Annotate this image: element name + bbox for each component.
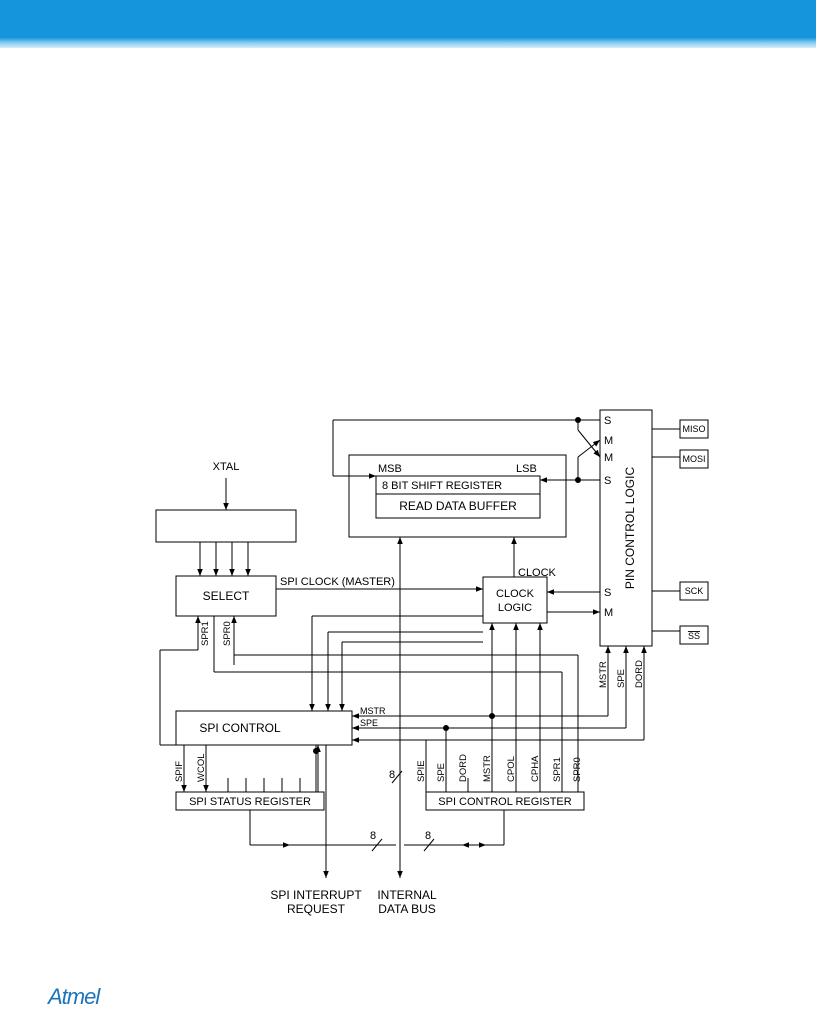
pin-m2-label: M <box>604 452 613 464</box>
bus-width-label-3: 8 <box>425 830 431 842</box>
control-bit-spr0: SPR0 <box>572 757 583 782</box>
select-block <box>175 575 277 617</box>
spi-clock-master-label: SPI CLOCK (MASTER) <box>280 576 395 588</box>
control-bit-spe: SPE <box>436 763 447 782</box>
clock-logic-label-1: CLOCK <box>496 588 535 600</box>
status-bit-spif: SPIF <box>174 761 185 782</box>
data-bus-label-1: INTERNAL <box>377 888 437 902</box>
status-register-label: SPI STATUS REGISTER <box>189 796 311 808</box>
control-bit-mstr: MSTR <box>482 755 493 782</box>
read-buffer-label: READ DATA BUFFER <box>399 499 517 513</box>
ss-pin-box <box>679 625 709 645</box>
interrupt-label-2: REQUEST <box>287 902 346 916</box>
spr0-vertical-label: SPR0 <box>222 621 233 646</box>
mstr-input-label: MSTR <box>360 706 386 716</box>
shift-register-label: 8 BIT SHIFT REGISTER <box>382 480 502 492</box>
control-bit-cpol: CPOL <box>506 756 517 782</box>
clock-logic-block <box>482 576 548 624</box>
shift-register-outer <box>348 454 567 538</box>
status-bit-wcol: WCOL <box>196 754 207 783</box>
read-buffer-block <box>375 493 541 519</box>
pin-m3-label: M <box>604 607 613 619</box>
pin-m1-label: M <box>604 435 613 447</box>
spe-input-label: SPE <box>360 718 378 728</box>
bus-width-label-2: 8 <box>370 830 376 842</box>
pin-s3-label: S <box>604 587 611 599</box>
msb-label: MSB <box>378 463 402 475</box>
atmel-logo: Atmel <box>48 984 100 1009</box>
control-register-label: SPI CONTROL REGISTER <box>438 796 572 808</box>
select-label: SELECT <box>203 589 250 603</box>
pin-control-label: PIN CONTROL LOGIC <box>623 467 637 590</box>
mstr-vertical-label: MSTR <box>598 661 609 688</box>
miso-label: MISO <box>682 424 705 434</box>
pin-s1-label: S <box>604 415 611 427</box>
dord-vertical-label: DORD <box>634 660 645 688</box>
control-register-block <box>425 791 585 811</box>
bus-width-label-1: 8 <box>389 769 395 781</box>
spi-control-label: SPI CONTROL <box>199 721 281 735</box>
interrupt-label-1: SPI INTERRUPT <box>270 888 362 902</box>
spr1-vertical-label: SPR1 <box>200 621 211 646</box>
lsb-label: LSB <box>516 463 537 475</box>
ss-label: SS <box>688 631 700 641</box>
data-bus-label-2: DATA BUS <box>378 902 436 916</box>
header-bar <box>0 0 816 48</box>
mosi-label: MOSI <box>682 454 705 464</box>
control-bit-dord: DORD <box>458 754 469 782</box>
control-bit-spie: SPIE <box>416 760 427 782</box>
clock-label: CLOCK <box>518 567 557 579</box>
control-bit-spr1: SPR1 <box>552 757 563 782</box>
sck-label: SCK <box>685 586 704 596</box>
pin-s2-label: S <box>604 475 611 487</box>
control-bit-cpha: CPHA <box>530 755 541 782</box>
spe-vertical-label: SPE <box>616 669 627 688</box>
mosi-pin-box <box>679 449 709 469</box>
prescaler-block <box>155 509 297 543</box>
clock-logic-label-2: LOGIC <box>498 602 532 614</box>
xtal-label: XTAL <box>213 461 240 473</box>
